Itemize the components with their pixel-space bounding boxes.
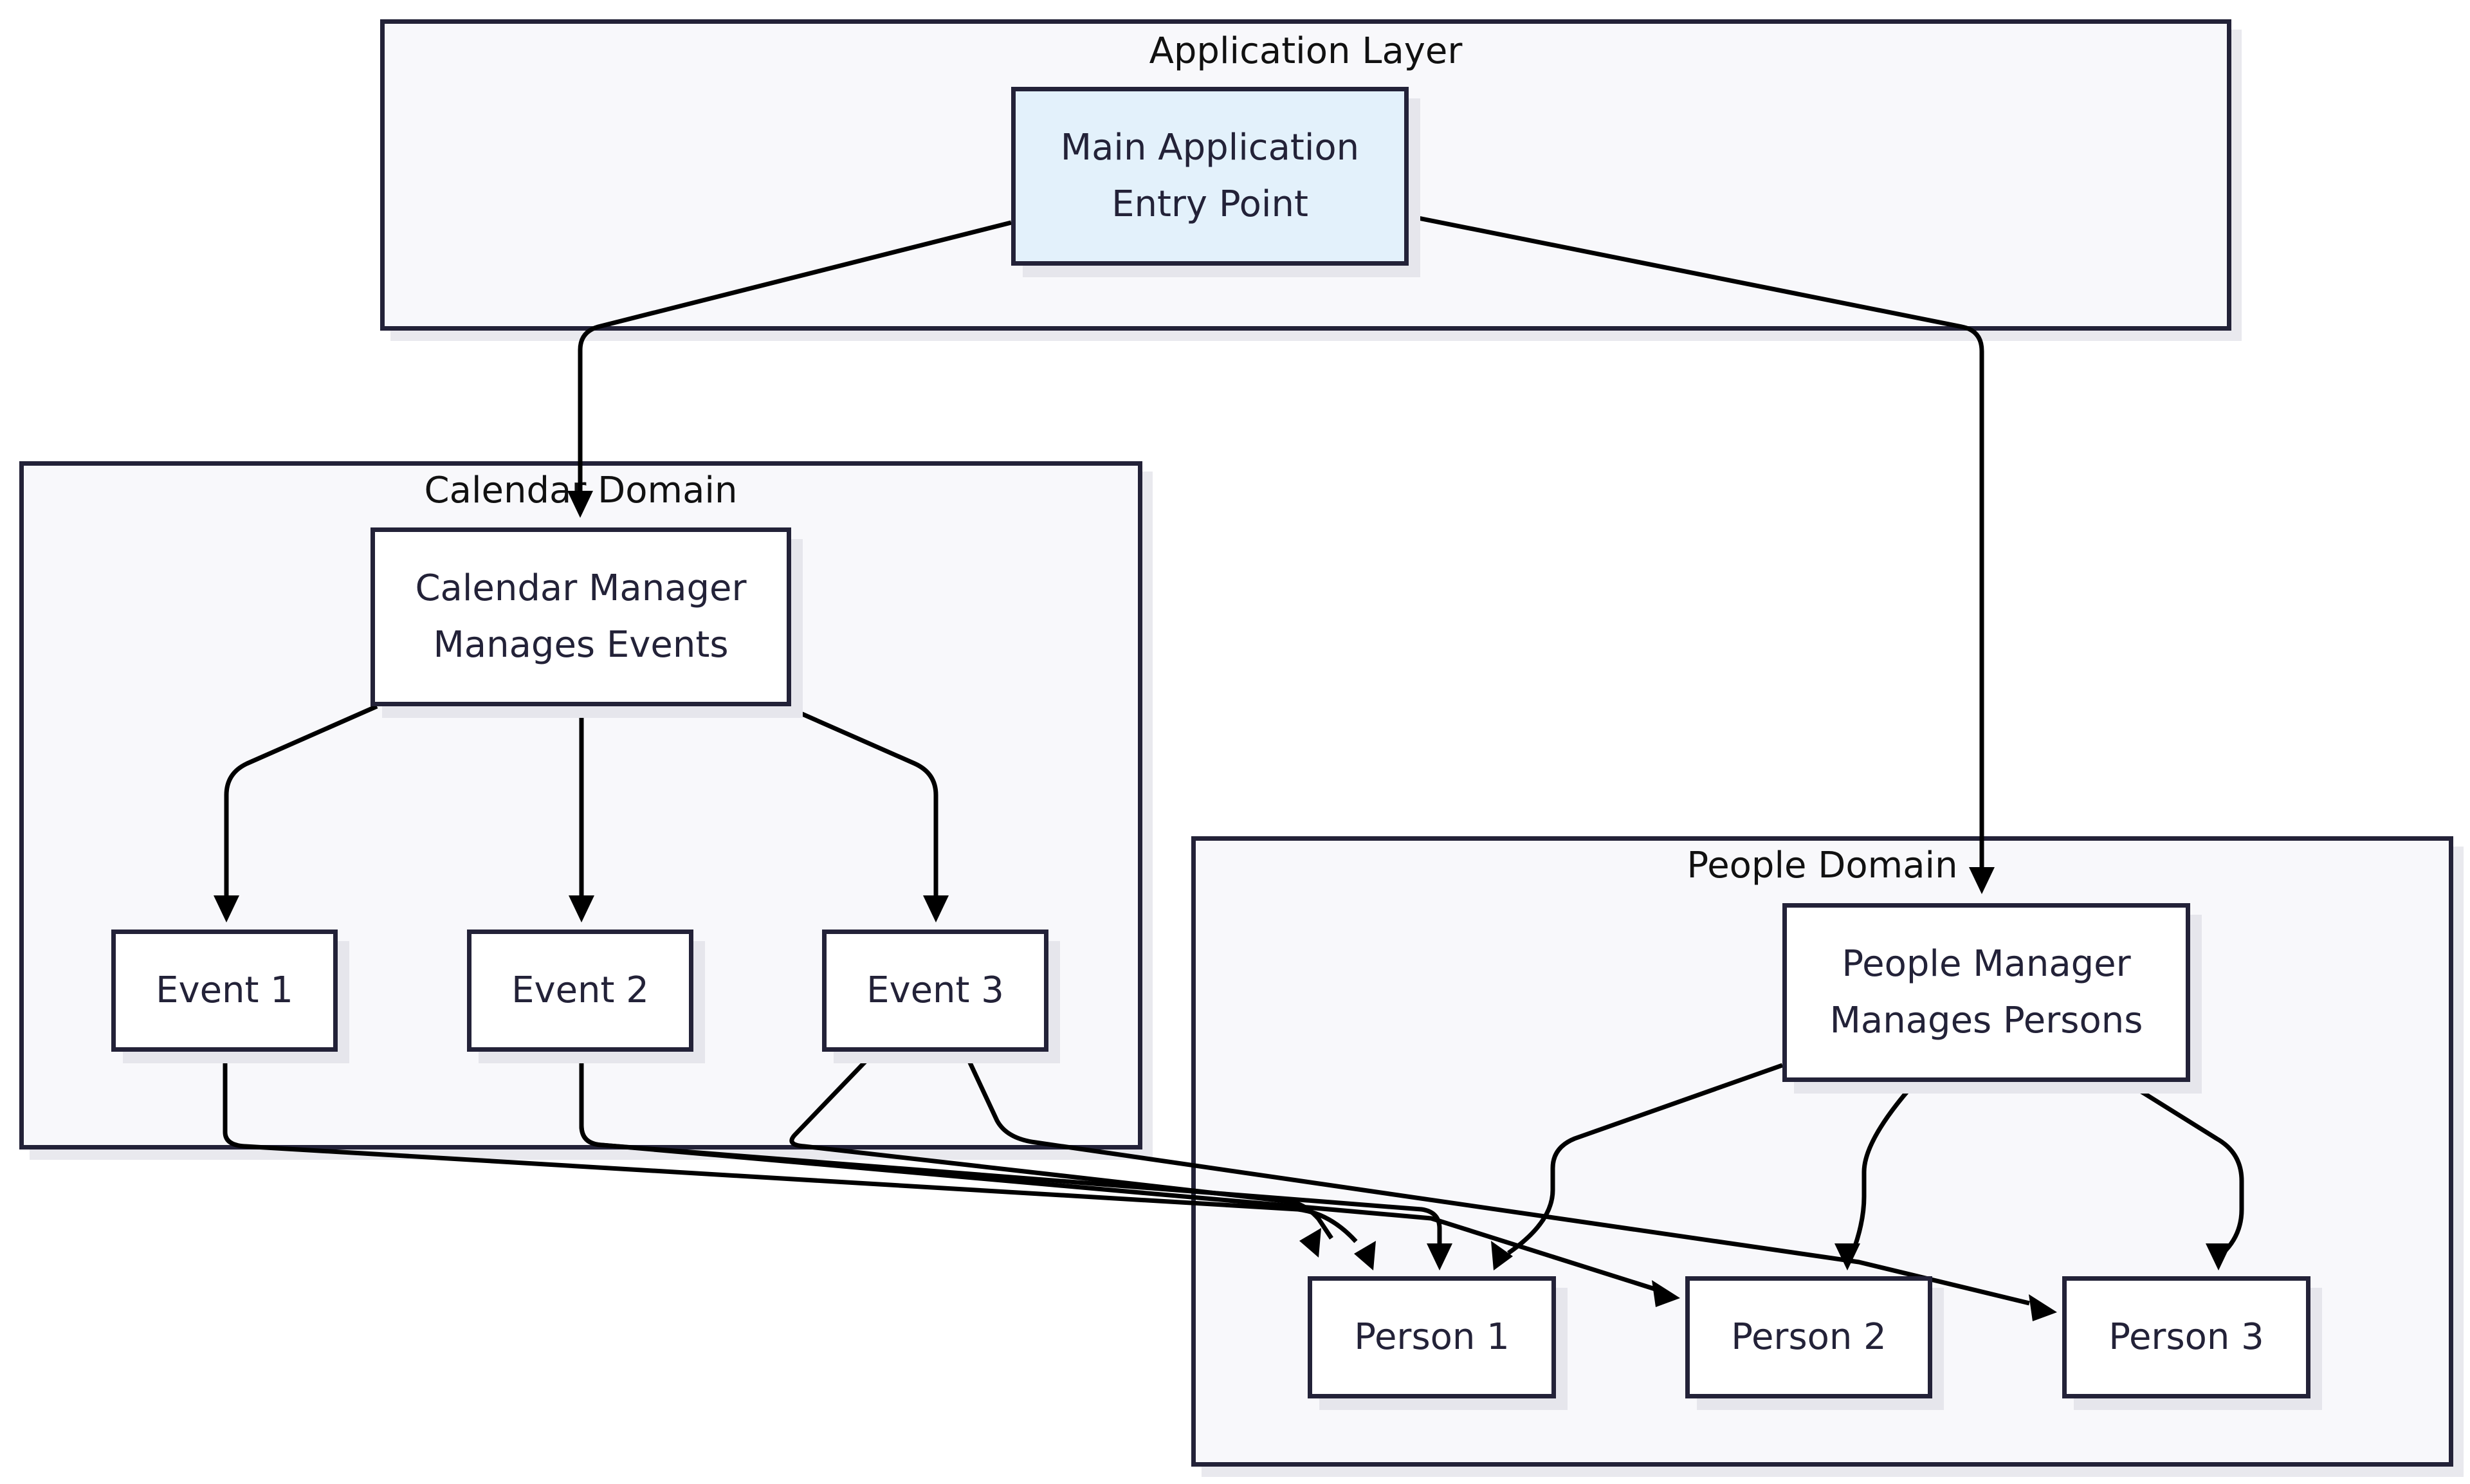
edge-event2-to-person2 [579,1055,1656,1292]
node-people-manager-line1: People Manager [1842,943,2131,985]
node-event-1-label: Event 1 [156,969,293,1011]
arrowhead-people_manager-to-person3 [2206,1243,2231,1270]
edge-event1-to-person1 [223,1052,1358,1243]
node-person-1[interactable]: Person 1 [1308,1276,1556,1398]
edge-people_manager-to-person1 [1507,1063,1784,1255]
arrowhead-event3-to-person1 [1299,1228,1321,1258]
node-person-2[interactable]: Person 2 [1685,1276,1932,1398]
arrowhead-people_manager-to-person2 [1834,1243,1860,1270]
node-main-application[interactable]: Main Application Entry Point [1011,87,1409,266]
node-calendar-manager[interactable]: Calendar Manager Manages Events [370,527,791,706]
node-main-line1: Main Application [1060,127,1360,169]
node-calendar-manager-line1: Calendar Manager [415,567,747,609]
node-people-manager-line2: Manages Persons [1829,1000,2143,1041]
node-event-3-label: Event 3 [866,969,1004,1011]
arrowhead-calendar_manager-to-event1 [214,895,239,922]
node-person-3[interactable]: Person 3 [2062,1276,2310,1398]
arrowhead-event1-to-person1 [1354,1241,1376,1270]
arrowhead-people_manager-to-person1 [1491,1241,1513,1270]
node-event-2[interactable]: Event 2 [467,930,693,1052]
arrowhead-event3-to-person3 [2029,1294,2057,1321]
node-people-manager[interactable]: People Manager Manages Persons [1782,903,2190,1082]
node-event-3[interactable]: Event 3 [822,930,1048,1052]
edge-event2-to-person1 [579,1052,1442,1245]
edge-people_manager-to-person2 [1850,1080,1917,1254]
node-main-line2: Entry Point [1112,183,1308,225]
node-calendar-manager-line2: Manages Events [433,624,729,666]
edge-main-to-calendar_manager [578,220,1012,495]
arrowhead-event2-to-person2 [1652,1280,1680,1307]
edge-calendar_manager-to-event1 [224,704,378,901]
arrowhead-main-to-calendar_manager [567,491,593,518]
node-person-1-label: Person 1 [1354,1316,1510,1358]
arrowhead-main-to-people_manager [1969,867,1995,894]
edge-event3-to-person3 [962,1050,2030,1306]
cluster-title-people: People Domain [1687,845,1958,886]
node-person-2-label: Person 2 [1731,1316,1887,1358]
cluster-title-application: Application Layer [1149,30,1463,72]
node-person-3-label: Person 3 [2109,1316,2264,1358]
edge-people_manager-to-person3 [2125,1080,2244,1255]
node-event-2-label: Event 2 [511,969,649,1011]
arrowhead-calendar_manager-to-event2 [569,895,594,922]
edge-event3-to-person1 [789,1050,1333,1240]
arrowhead-event2-to-person1 [1427,1243,1452,1270]
edge-calendar_manager-to-event3 [783,704,938,901]
node-event-1[interactable]: Event 1 [111,930,338,1052]
edge-main-to-people_manager [1408,214,1984,872]
arrowhead-calendar_manager-to-event3 [923,895,949,922]
